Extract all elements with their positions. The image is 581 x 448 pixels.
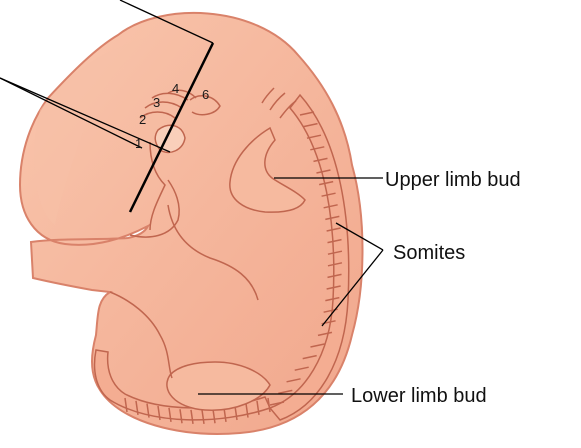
arch-number-2: 2 (139, 112, 146, 127)
arch-number-1: 1 (135, 136, 142, 151)
label-somites: Somites (393, 242, 465, 264)
label-lower-limb-bud: Lower limb bud (351, 385, 487, 407)
label-upper-limb-bud: Upper limb bud (385, 169, 521, 191)
arch-number-3: 3 (153, 95, 160, 110)
arch-number-6: 6 (202, 87, 209, 102)
arch-number-4: 4 (172, 81, 179, 96)
